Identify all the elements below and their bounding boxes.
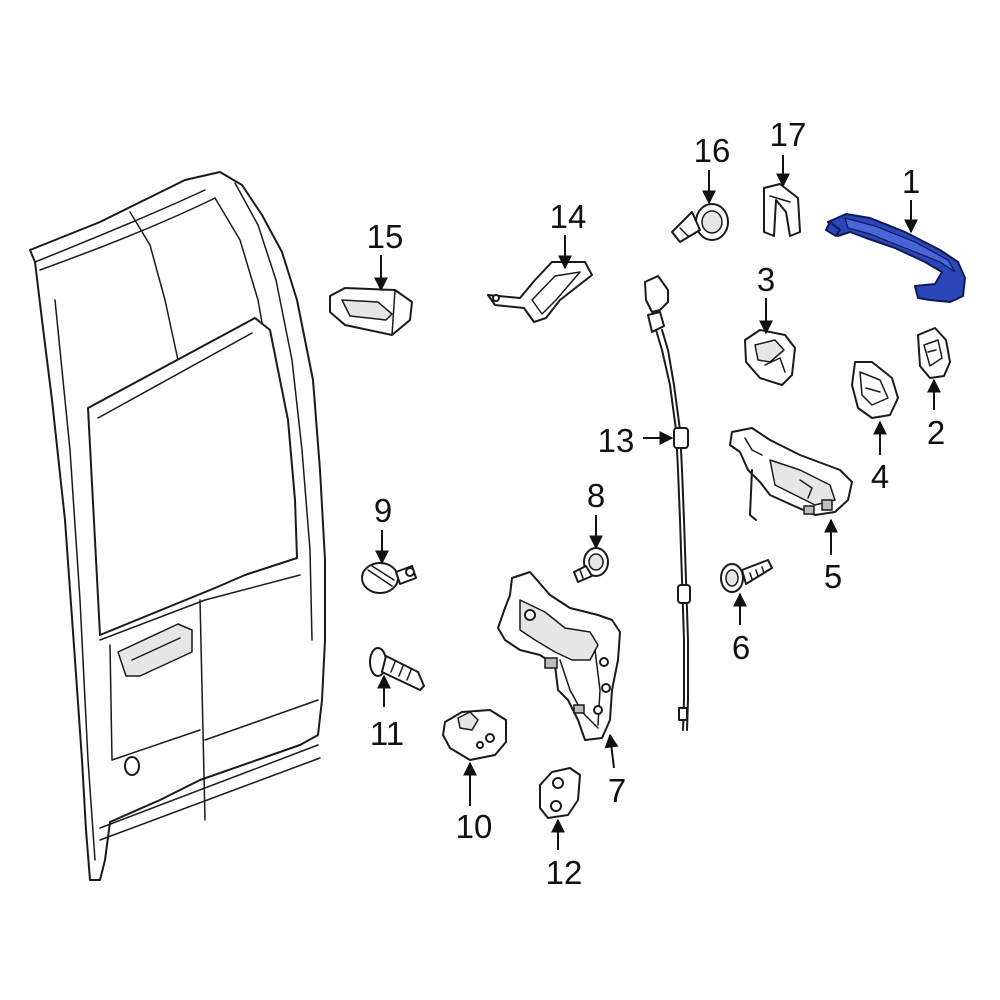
part-2-cap bbox=[917, 327, 951, 379]
callout-7: 7 bbox=[608, 772, 626, 809]
rear-door bbox=[29, 171, 326, 881]
callout-5: 5 bbox=[824, 558, 842, 595]
callout-13: 13 bbox=[598, 422, 635, 459]
callout-17: 17 bbox=[770, 116, 807, 153]
callout-8: 8 bbox=[587, 477, 605, 514]
part-10-striker bbox=[442, 709, 507, 761]
callout-labels: 1 2 3 4 5 6 7 8 9 10 11 12 13 14 15 16 1… bbox=[367, 116, 946, 891]
part-1-outside-handle bbox=[825, 213, 966, 303]
part-7-latch bbox=[497, 571, 621, 741]
callout-3: 3 bbox=[757, 261, 775, 298]
part-5-handle-frame bbox=[729, 427, 853, 521]
part-13-cable bbox=[644, 275, 691, 731]
callout-10: 10 bbox=[456, 808, 493, 845]
callout-16: 16 bbox=[694, 132, 731, 169]
part-4-bracket bbox=[851, 361, 899, 419]
part-14-bracket bbox=[487, 261, 593, 323]
part-17-clip bbox=[763, 183, 801, 237]
callout-11: 11 bbox=[370, 715, 404, 752]
part-11-bolt bbox=[369, 647, 425, 691]
part-9-bolt bbox=[361, 562, 417, 594]
callout-9: 9 bbox=[374, 492, 392, 529]
callout-2: 2 bbox=[927, 414, 945, 451]
part-3-gasket bbox=[744, 329, 796, 386]
callout-15: 15 bbox=[367, 218, 404, 255]
callout-12: 12 bbox=[546, 854, 583, 891]
callout-4: 4 bbox=[871, 458, 889, 495]
part-12-plate bbox=[539, 767, 581, 819]
callout-6: 6 bbox=[732, 629, 750, 666]
part-6-screw bbox=[720, 559, 773, 593]
part-8-bolt bbox=[573, 547, 609, 583]
part-15-bumper bbox=[329, 287, 413, 336]
part-16-cylinder bbox=[671, 203, 729, 243]
callout-14: 14 bbox=[550, 198, 587, 235]
callout-1: 1 bbox=[902, 163, 920, 200]
callout-arrows bbox=[374, 155, 941, 850]
